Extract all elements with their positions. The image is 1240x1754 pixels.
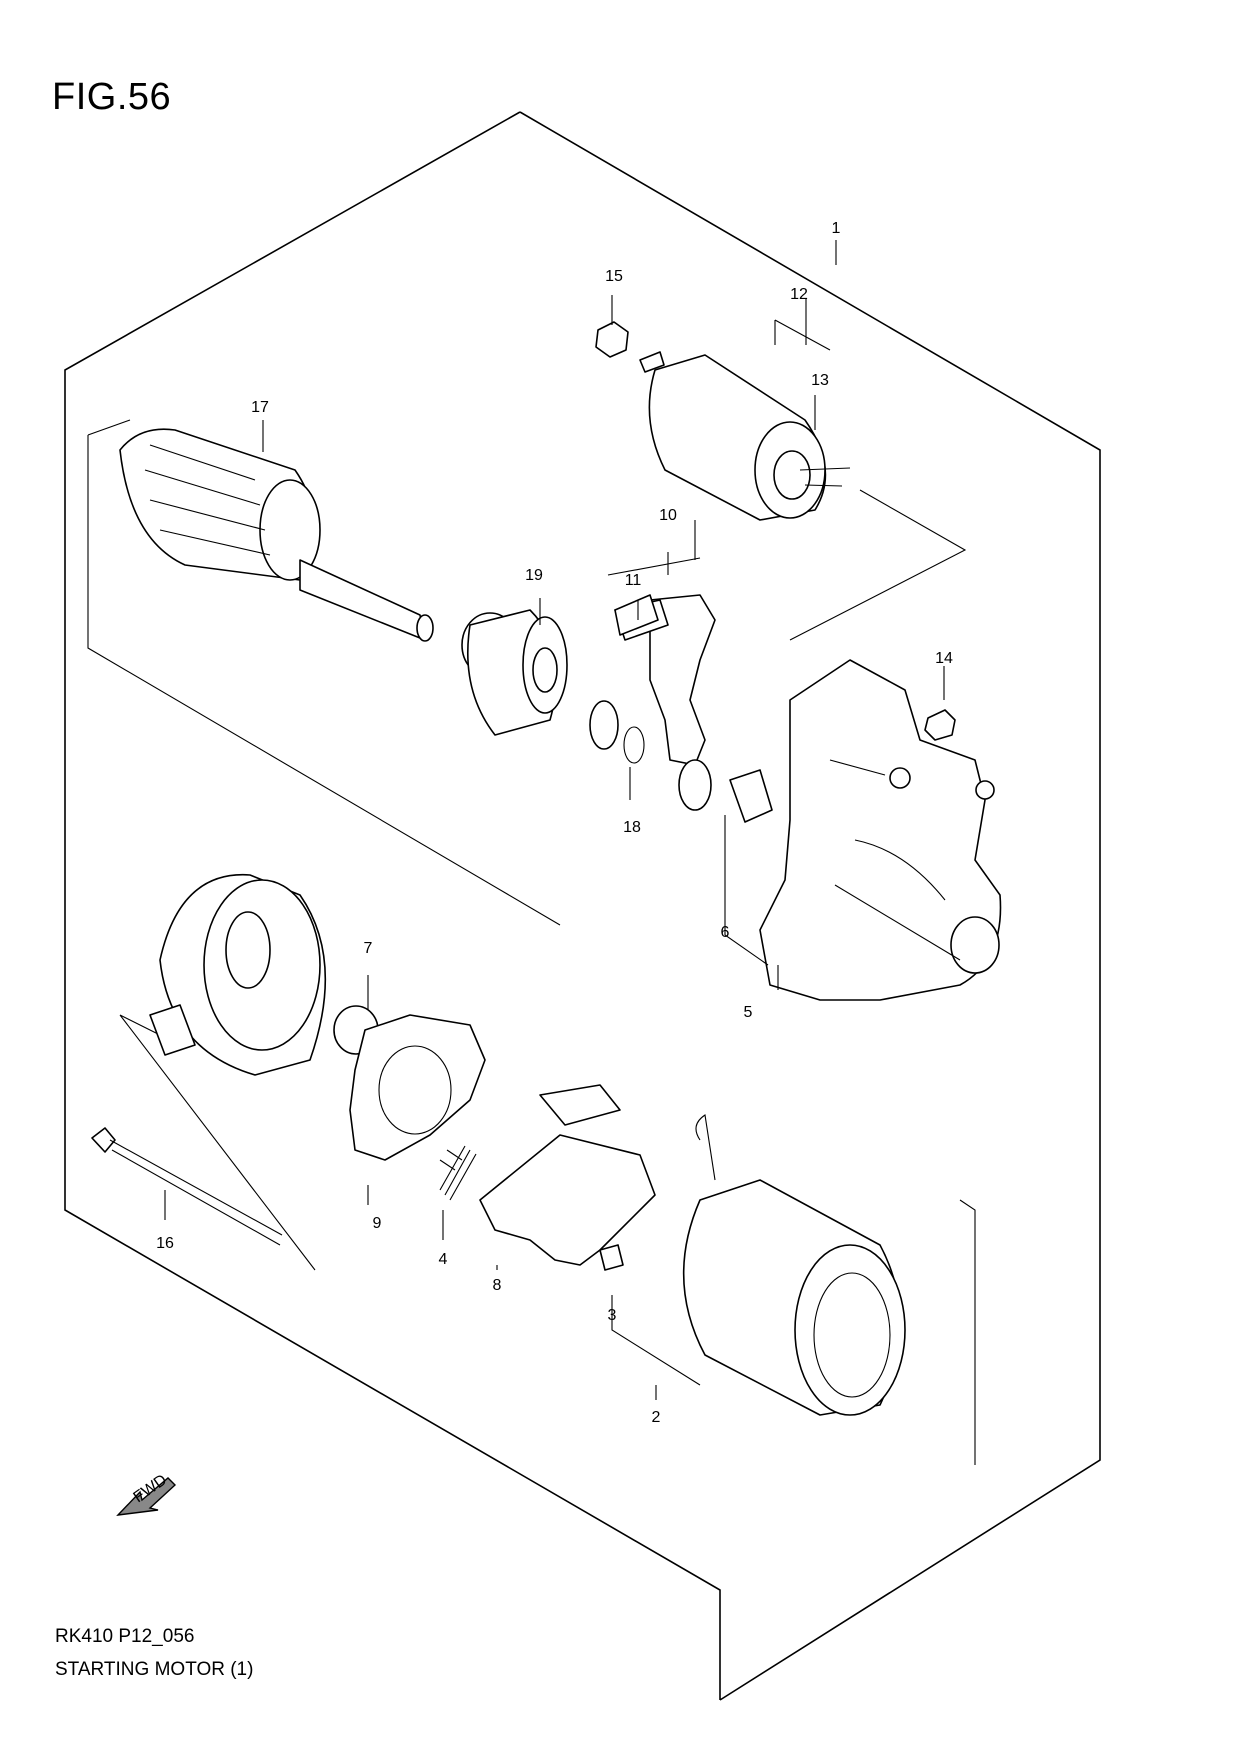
inner-frame-top (87, 419, 967, 926)
diagram-caption: STARTING MOTOR (1) (55, 1659, 254, 1680)
callout-11: 11 (625, 572, 642, 589)
terminal-part-3 (599, 1244, 624, 1271)
figure-title: FIG.56 (52, 76, 172, 118)
callout-5: 5 (744, 1004, 753, 1021)
spring-part-4 (439, 1145, 477, 1201)
callout-16: 16 (156, 1235, 174, 1252)
callout-7: 7 (364, 940, 373, 957)
diagram-code: RK410 P12_056 (55, 1626, 195, 1647)
nut-part-15 (595, 321, 629, 358)
fwd-arrow-icon: FWD (116, 1471, 177, 1516)
outer-frame (64, 111, 1101, 1701)
callout-12: 12 (790, 286, 808, 303)
pinion-clutch-part-19 (461, 609, 568, 736)
snap-ring (623, 726, 645, 764)
callout-19: 19 (525, 567, 543, 584)
brush-holder-part-8 (479, 1134, 656, 1266)
callout-10: 10 (659, 507, 677, 524)
callout-18: 18 (623, 819, 641, 836)
rear-housing (149, 873, 327, 1076)
callout-17: 17 (251, 399, 269, 416)
solenoid-part-12 (639, 351, 851, 521)
bushing-part-6 (729, 769, 773, 823)
callout-8: 8 (493, 1277, 502, 1294)
callout-15: 15 (605, 268, 623, 285)
callout-3: 3 (608, 1307, 617, 1324)
callout-2: 2 (652, 1409, 661, 1426)
callout-1: 1 (832, 220, 841, 237)
nut-part-14 (924, 709, 956, 741)
housing-part-5 (759, 659, 1002, 1001)
yoke-part-2 (682, 1114, 906, 1416)
callout-6: 6 (721, 924, 730, 941)
washer (589, 700, 619, 750)
callout-14: 14 (935, 650, 953, 667)
brush-plate-part-9 (349, 1014, 486, 1161)
armature-part-17 (119, 428, 434, 642)
callout-4: 4 (439, 1251, 448, 1268)
washer-small (678, 759, 712, 811)
callout-9: 9 (373, 1215, 382, 1232)
callout-13: 13 (811, 372, 829, 389)
leader-lines (164, 240, 945, 1400)
through-bolt-part-16 (91, 1127, 283, 1246)
